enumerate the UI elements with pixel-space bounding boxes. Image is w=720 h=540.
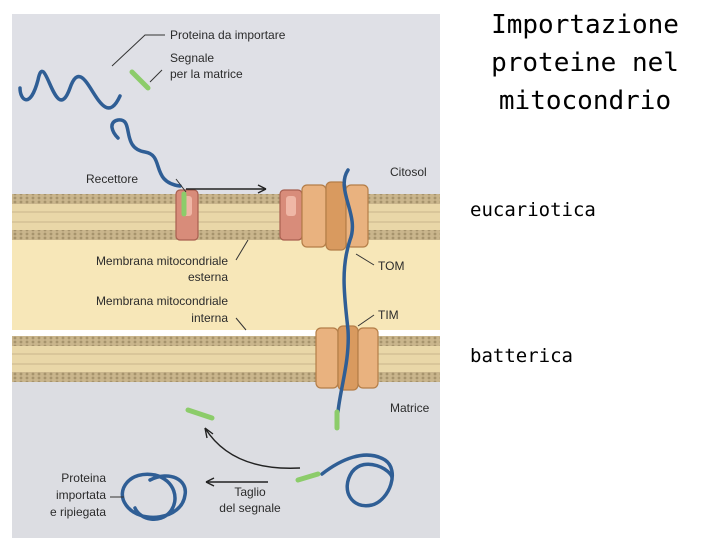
side-label-eukaryotic: eucariotica (470, 199, 596, 221)
receptor-2 (279, 189, 303, 241)
label-tim: TIM (378, 308, 399, 322)
label-signal-line2: per la matrice (170, 67, 243, 81)
label-cleavage-line2: del segnale (219, 501, 281, 515)
label-imported-line1: Proteina (61, 471, 106, 485)
outer-membrane (12, 194, 440, 240)
label-imported-line3: e ripiegata (50, 505, 106, 519)
refold-arrow (204, 427, 301, 469)
protein-chain-approaching (110, 118, 182, 188)
protein-chain-cut (320, 453, 395, 508)
cytosol-region (12, 14, 440, 194)
tom-complex (301, 181, 369, 251)
matrix-region (12, 382, 440, 538)
label-cleavage-line1: Taglio (234, 485, 266, 499)
signal-sequence-4 (295, 471, 321, 483)
protein-chain-free (18, 69, 122, 110)
signal-sequence-1 (129, 69, 151, 91)
label-inner-membrane-line2: interna (191, 311, 228, 325)
receptor-1 (175, 189, 199, 241)
intermembrane-space (12, 240, 440, 330)
label-matrix: Matrice (390, 401, 430, 415)
protein-chain-translocating (336, 168, 355, 414)
label-signal-line1: Segnale (170, 51, 214, 65)
label-inner-membrane-line1: Membrana mitocondriale (96, 294, 228, 308)
label-cytosol: Citosol (390, 165, 427, 179)
label-outer-membrane-line2: esterna (188, 270, 228, 284)
slide-title-line-2: proteine nel (491, 48, 679, 78)
protein-import-diagram: Proteina da importare Segnale per la mat… (12, 14, 440, 538)
slide-title: Importazione proteine nel mitocondrio (455, 6, 715, 120)
label-outer-membrane-line1: Membrana mitocondriale (96, 254, 228, 268)
signal-sequence-cleaved (185, 407, 215, 421)
protein-chain-folded (120, 472, 187, 521)
side-label-bacterial: batterica (470, 345, 573, 367)
slide-title-line-1: Importazione (491, 10, 679, 40)
label-receptor: Recettore (86, 172, 138, 186)
slide-title-line-3: mitocondrio (498, 86, 672, 116)
label-tom: TOM (378, 259, 404, 273)
label-imported-line2: importata (56, 488, 106, 502)
label-protein-to-import: Proteina da importare (170, 28, 286, 42)
